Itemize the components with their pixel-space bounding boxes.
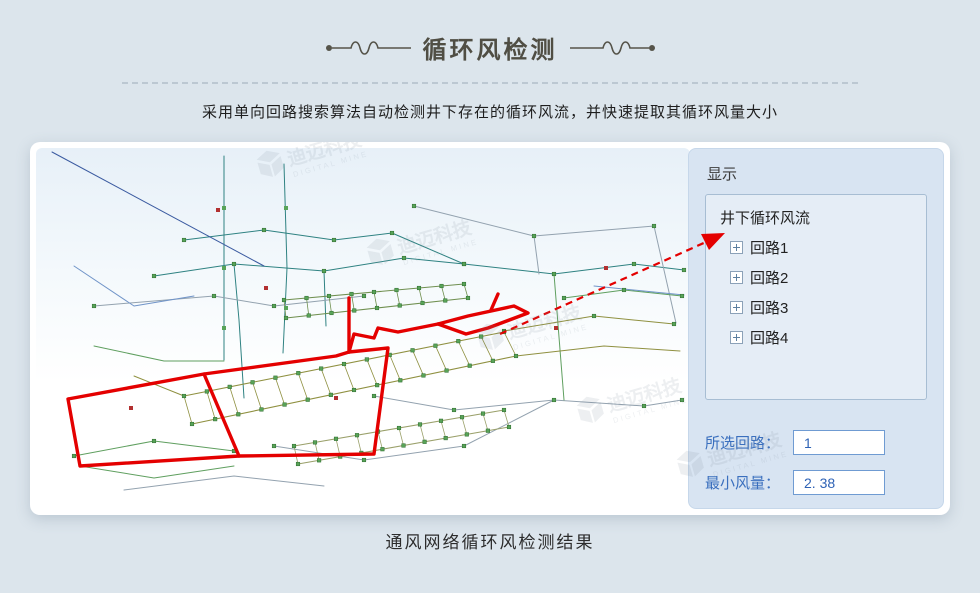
tree-item-label: 回路4 bbox=[750, 330, 789, 347]
field-group: 所选回路： 最小风量： bbox=[705, 430, 927, 495]
tree-item-loop1[interactable]: 回路1 bbox=[730, 237, 912, 258]
tree-item-loop3[interactable]: 回路3 bbox=[730, 297, 912, 318]
dashed-divider bbox=[122, 82, 858, 84]
min-airflow-label: 最小风量： bbox=[705, 475, 781, 492]
selected-loop-row: 所选回路： bbox=[705, 430, 927, 455]
expand-plus-icon[interactable] bbox=[730, 331, 743, 344]
tree-item-label: 回路2 bbox=[750, 270, 789, 287]
tree-item-label: 回路1 bbox=[750, 240, 789, 257]
min-airflow-row: 最小风量： bbox=[705, 470, 927, 495]
loop-tree-title: 井下循环风流 bbox=[720, 210, 811, 227]
result-panel: 显示 井下循环风流 回路1 回路2 回路3 回路4 bbox=[30, 142, 950, 515]
selected-loop-label: 所选回路： bbox=[705, 432, 793, 453]
display-sidebar: 显示 井下循环风流 回路1 回路2 回路3 回路4 bbox=[688, 148, 944, 509]
page-header: 循环风检测 bbox=[0, 30, 980, 65]
expand-plus-icon[interactable] bbox=[730, 271, 743, 284]
network-viewport[interactable] bbox=[36, 148, 690, 509]
display-label: 显示 bbox=[707, 166, 738, 183]
min-airflow-input[interactable] bbox=[793, 470, 885, 495]
page-title: 循环风检测 bbox=[422, 37, 558, 64]
subtitle-text: 采用单向回路搜索算法自动检测井下存在的循环风流，并快速提取其循环风量大小 bbox=[201, 104, 778, 121]
tree-item-label: 回路3 bbox=[750, 300, 789, 317]
title-flourish-left-icon bbox=[325, 40, 411, 55]
title-flourish-right-icon bbox=[569, 40, 655, 55]
expand-plus-icon[interactable] bbox=[730, 301, 743, 314]
ventilation-network-canvas bbox=[51, 151, 687, 491]
tree-item-loop2[interactable]: 回路2 bbox=[730, 267, 912, 288]
result-caption: 通风网络循环风检测结果 bbox=[385, 533, 595, 552]
tree-item-loop4[interactable]: 回路4 bbox=[730, 327, 912, 348]
expand-plus-icon[interactable] bbox=[730, 241, 743, 254]
selected-loop-input[interactable] bbox=[793, 430, 885, 455]
loop-tree-box: 井下循环风流 回路1 回路2 回路3 回路4 bbox=[705, 194, 927, 400]
